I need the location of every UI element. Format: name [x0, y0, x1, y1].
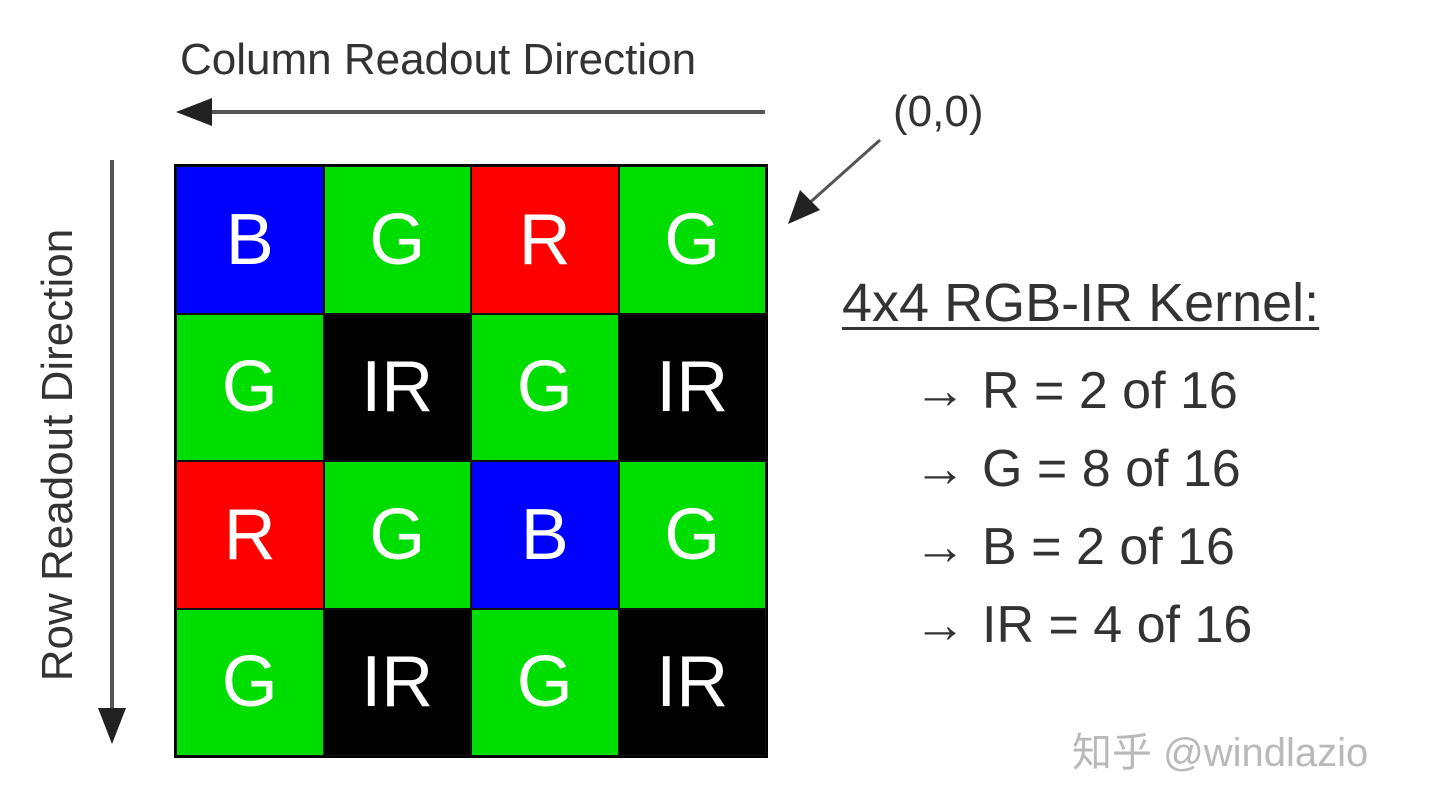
- right-arrow-icon: →: [914, 362, 966, 420]
- column-readout-arrow-icon: [176, 98, 765, 126]
- grid-cell-r: R: [176, 461, 324, 609]
- grid-cell-ir: IR: [618, 608, 766, 756]
- grid-cell-g: G: [323, 166, 471, 314]
- row-readout-arrow-icon: [98, 160, 126, 744]
- right-arrow-icon: →: [914, 518, 966, 576]
- grid-cell-g: G: [323, 461, 471, 609]
- legend-item-r: → R = 2 of 16: [914, 352, 1319, 430]
- grid-cell-g: G: [176, 313, 324, 461]
- grid-cell-g: G: [176, 608, 324, 756]
- watermark: 知乎 @windlazio: [1072, 731, 1369, 775]
- legend-item-g: → G = 8 of 16: [914, 430, 1319, 508]
- legend-item-text: B = 2 of 16: [982, 518, 1235, 576]
- grid-cell-g: G: [618, 461, 766, 609]
- origin-label: (0,0): [893, 87, 984, 136]
- legend-list: → R = 2 of 16 → G = 8 of 16 → B = 2 of 16 →…: [842, 352, 1319, 664]
- kernel-legend: 4x4 RGB-IR Kernel: → R = 2 of 16 → G = 8 o…: [842, 272, 1319, 664]
- grid-cell-r: R: [471, 166, 619, 314]
- legend-item-text: G = 8 of 16: [982, 440, 1241, 498]
- legend-item-ir: → IR = 4 of 16: [914, 586, 1319, 664]
- grid-cell-g: G: [618, 166, 766, 314]
- grid-cell-g: G: [471, 608, 619, 756]
- legend-title: 4x4 RGB-IR Kernel:: [842, 273, 1320, 333]
- legend-item-text: IR = 4 of 16: [982, 596, 1253, 654]
- grid-cell-ir: IR: [618, 313, 766, 461]
- origin-pointer-arrow-icon: [788, 138, 881, 224]
- legend-item-text: R = 2 of 16: [982, 362, 1238, 420]
- grid-cell-b: B: [176, 166, 324, 314]
- right-arrow-icon: →: [914, 440, 966, 498]
- legend-item-b: → B = 2 of 16: [914, 508, 1319, 586]
- grid-cell-b: B: [471, 461, 619, 609]
- grid-cell-g: G: [471, 313, 619, 461]
- right-arrow-icon: →: [914, 596, 966, 654]
- grid-cell-ir: IR: [323, 313, 471, 461]
- column-readout-label: Column Readout Direction: [180, 35, 697, 84]
- grid-cell-ir: IR: [323, 608, 471, 756]
